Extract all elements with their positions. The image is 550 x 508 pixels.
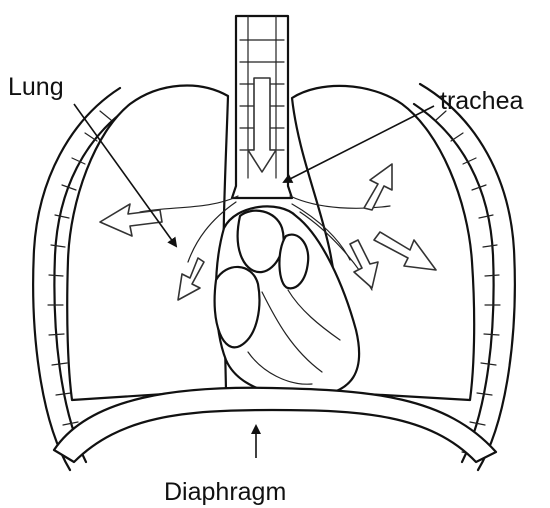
- trachea-label: trachea: [440, 87, 523, 115]
- diaphragm-label: Diaphragm: [164, 478, 286, 506]
- left-lung: [67, 86, 228, 400]
- diaphragm-muscle: [54, 388, 496, 462]
- trachea-tube: [232, 16, 292, 198]
- lung-label: Lung: [8, 73, 64, 101]
